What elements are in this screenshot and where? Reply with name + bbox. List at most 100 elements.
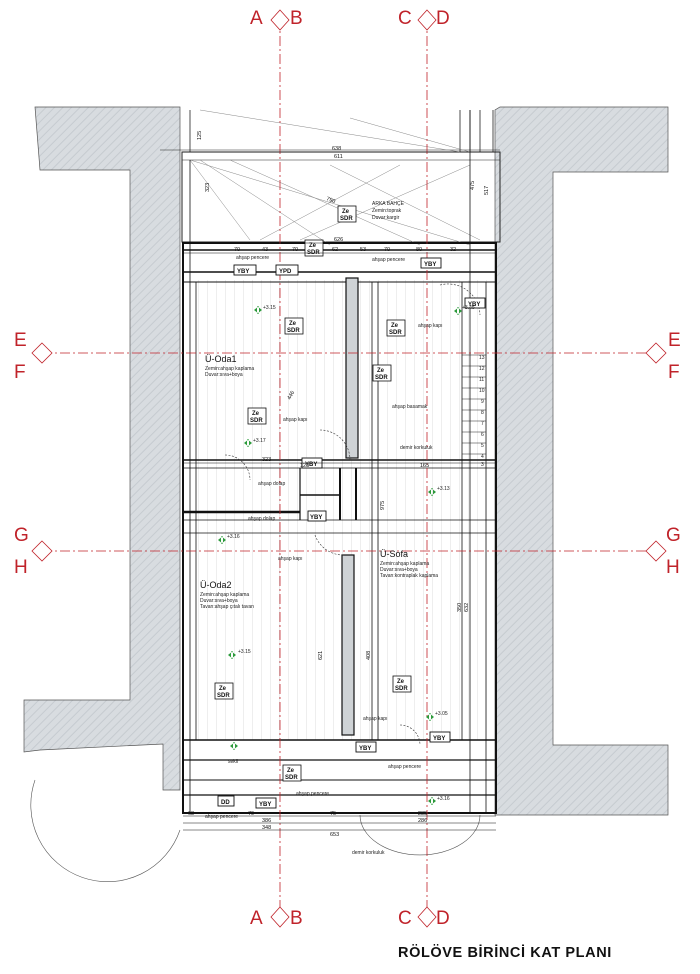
tag-yby: YBY	[310, 515, 322, 521]
label-window: ahşap pencere	[236, 255, 269, 261]
tag-ze: Ze	[309, 243, 317, 249]
tag-yby: YBY	[468, 302, 480, 308]
label-sink: sekil	[228, 759, 238, 765]
axis-label-a-top: A	[250, 8, 263, 29]
axis-label-b-top: B	[290, 8, 303, 29]
svg-text:6: 6	[481, 432, 484, 438]
level-value: +3.15	[263, 305, 276, 311]
tag-ze: Ze	[391, 323, 399, 329]
room-name-oda2: Ü-Oda2	[200, 580, 232, 590]
dim-text: 323	[205, 183, 211, 192]
level-value: +3.15	[238, 649, 251, 655]
tag-sdr: SDR	[285, 775, 298, 781]
svg-text:13: 13	[479, 355, 485, 361]
room-sofa-line3: Tavan:kontraplak kaplama	[380, 573, 438, 579]
room-garden-line2: Duvar:kargir	[372, 215, 400, 221]
level-markers	[218, 306, 462, 805]
label-door: ahşap kapı	[363, 716, 387, 722]
dim-text: 79	[248, 811, 254, 817]
label-railing: demir korkuluk	[400, 445, 433, 451]
room-name-garden: ARKA BAHÇE	[372, 201, 405, 207]
dim-text: 386	[262, 818, 271, 824]
survey-lines	[189, 109, 481, 246]
dimension-lines	[183, 151, 496, 831]
level-value: +3.13	[437, 486, 450, 492]
dim-text: 475	[470, 181, 476, 190]
axis-label-f-left: F	[14, 362, 26, 383]
neighbor-building-right	[494, 106, 669, 816]
label-closet: ahşap dolap	[258, 481, 285, 487]
label-window: ahşap pencere	[388, 764, 421, 770]
svg-text:10: 10	[479, 388, 485, 394]
dim-text: 128	[300, 463, 309, 469]
dim-text: 285	[418, 811, 427, 817]
label-window: ahşap pencere	[372, 257, 405, 263]
label-closet: ahşap dolap	[248, 516, 275, 522]
tag-ypd: YPD	[279, 269, 292, 275]
level-value: +3.45	[462, 305, 475, 311]
room-name-oda1: Ü-Oda1	[205, 354, 237, 364]
tag-yby: YBY	[237, 269, 249, 275]
dim-text: 32	[450, 247, 456, 253]
dim-text: 626	[334, 237, 343, 243]
level-value: +3.16	[227, 534, 240, 540]
tag-sdr: SDR	[250, 418, 263, 424]
room-name-sofa: Ü-Sofa	[380, 549, 408, 559]
svg-text:3: 3	[481, 462, 484, 468]
axis-label-c-top: C	[398, 8, 412, 29]
axis-label-g-right: G	[666, 525, 681, 546]
tag-ze: Ze	[252, 411, 260, 417]
tag-dd: DD	[221, 800, 230, 806]
tag-sdr: SDR	[389, 330, 402, 336]
label-door: ahşap kapı	[278, 556, 302, 562]
dim-text: 975	[380, 501, 386, 510]
tag-ze: Ze	[377, 368, 385, 374]
tag-ze: Ze	[397, 679, 405, 685]
label-door: ahşap kapı	[283, 417, 307, 423]
garden-outline	[181, 151, 501, 243]
dim-text: 286	[418, 818, 427, 824]
level-value: +3.05	[435, 711, 448, 717]
level-value: +3.16	[437, 796, 450, 802]
room-oda2-line3: Tavan:ahşap çıtalı tavan	[200, 604, 254, 610]
room-oda1-line1: Zemin:ahşap kaplama	[205, 366, 254, 372]
tag-yby: YBY	[305, 462, 317, 468]
dim-text: 790	[325, 196, 336, 205]
sheet-title: RÖLÖVE BİRİNCİ KAT PLANI	[398, 945, 612, 961]
svg-text:4: 4	[481, 454, 484, 460]
tag-yby: YBY	[433, 736, 445, 742]
tag-sdr: SDR	[375, 375, 388, 381]
entrance-arc-left	[30, 779, 181, 882]
tag-sdr: SDR	[287, 328, 300, 334]
dim-text: 165	[420, 463, 429, 469]
tag-ze: Ze	[287, 768, 295, 774]
svg-text:8: 8	[481, 410, 484, 416]
axis-label-e-right: E	[668, 330, 681, 351]
interior-walls	[183, 110, 496, 813]
dim-text: 43	[262, 247, 268, 253]
dim-text: 53	[360, 247, 366, 253]
axis-markers	[31, 9, 667, 928]
tag-sdr: SDR	[340, 216, 353, 222]
dim-text: 68	[188, 811, 194, 817]
door-swings	[224, 283, 481, 746]
tag-yby: YBY	[259, 802, 271, 808]
entrance-arc-right	[359, 814, 481, 856]
dim-text: 446	[287, 390, 297, 401]
axis-label-d-top: D	[436, 8, 450, 29]
axis-label-a-bottom: A	[250, 908, 263, 929]
neighbor-building-left	[23, 106, 181, 791]
dim-text: 350	[457, 603, 463, 612]
dim-text: 408	[366, 651, 372, 660]
axis-label-c-bottom: C	[398, 908, 412, 929]
tag-sdr: SDR	[217, 693, 230, 699]
tag-ze: Ze	[289, 321, 297, 327]
dim-text: 653	[330, 832, 339, 838]
dim-text: 62	[332, 247, 338, 253]
svg-text:5: 5	[481, 443, 484, 449]
tag-yby: YBY	[424, 262, 436, 268]
tag-ze: Ze	[219, 686, 227, 692]
dim-text: 517	[484, 186, 490, 195]
